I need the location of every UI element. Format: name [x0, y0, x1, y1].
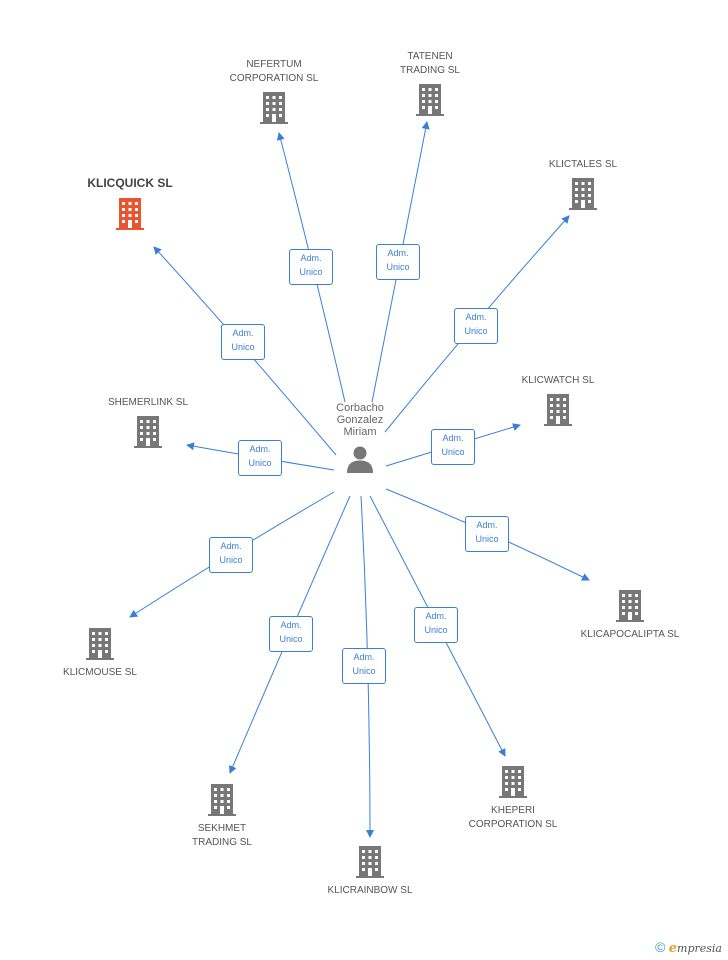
relation-label-shemerlink[interactable]: Adm. Unico [238, 440, 282, 476]
company-node-klicwatch[interactable]: KLICWATCH SL [498, 374, 618, 428]
company-label: TATENEN TRADING SL [399, 51, 460, 76]
building-icon [356, 846, 384, 878]
company-label: KLICTALES SL [548, 159, 618, 170]
company-label: KHEPERI CORPORATION SL [468, 805, 558, 830]
building-icon [616, 590, 644, 622]
relation-label-nefertum[interactable]: Adm. Unico [289, 249, 333, 285]
relation-label-klicmouse[interactable]: Adm. Unico [209, 537, 253, 573]
company-node-klicmouse[interactable]: KLICMOUSE SL [40, 626, 160, 680]
relation-label-kheperi[interactable]: Adm. Unico [414, 607, 458, 643]
person-icon [347, 446, 373, 473]
company-node-klicapocalipta[interactable]: KLICAPOCALIPTA SL [560, 588, 700, 642]
company-label: SEKHMET TRADING SL [191, 823, 252, 848]
relation-label-sekhmet[interactable]: Adm. Unico [269, 616, 313, 652]
brand-name: mpresia [677, 942, 722, 955]
building-icon [544, 394, 572, 426]
company-label: KLICWATCH SL [521, 375, 595, 386]
relation-label-klicapocalipta[interactable]: Adm. Unico [465, 516, 509, 552]
relation-label-klicwatch[interactable]: Adm. Unico [431, 429, 475, 465]
company-node-sekhmet[interactable]: SEKHMET TRADING SL [162, 782, 282, 850]
building-icon [260, 92, 288, 124]
person-name: Corbacho Gonzalez Miriam [336, 402, 384, 438]
relation-label-klicrainbow[interactable]: Adm. Unico [342, 648, 386, 684]
company-node-klicquick[interactable]: KLICQUICK SL [70, 176, 190, 232]
building-icon [569, 178, 597, 210]
copyright-symbol: © [655, 939, 666, 955]
relation-label-tatenen[interactable]: Adm. Unico [376, 244, 420, 280]
building-icon [86, 628, 114, 660]
company-label: NEFERTUM CORPORATION SL [229, 59, 319, 84]
building-icon [134, 416, 162, 448]
person-node[interactable]: Corbacho Gonzalez Miriam [300, 402, 420, 474]
company-node-tatenen[interactable]: TATENEN TRADING SL [370, 50, 490, 118]
company-node-nefertum[interactable]: NEFERTUM CORPORATION SL [214, 58, 334, 126]
company-node-shemerlink[interactable]: SHEMERLINK SL [88, 396, 208, 450]
relation-label-klicquick[interactable]: Adm. Unico [221, 324, 265, 360]
company-node-klictales[interactable]: KLICTALES SL [523, 158, 643, 212]
company-label: KLICRAINBOW SL [327, 885, 413, 896]
company-label: SHEMERLINK SL [107, 397, 189, 408]
brand-logo-e: e [668, 941, 678, 956]
company-node-klicrainbow[interactable]: KLICRAINBOW SL [310, 844, 430, 898]
building-icon [499, 766, 527, 798]
footer-brand: © empresia [655, 939, 722, 956]
relation-label-klictales[interactable]: Adm. Unico [454, 308, 498, 344]
building-icon [208, 784, 236, 816]
company-label: KLICAPOCALIPTA SL [580, 629, 680, 640]
company-label: KLICMOUSE SL [63, 667, 137, 678]
building-icon [416, 84, 444, 116]
building-icon [116, 198, 144, 230]
company-label: KLICQUICK SL [87, 176, 173, 190]
company-node-kheperi[interactable]: KHEPERI CORPORATION SL [453, 764, 573, 832]
